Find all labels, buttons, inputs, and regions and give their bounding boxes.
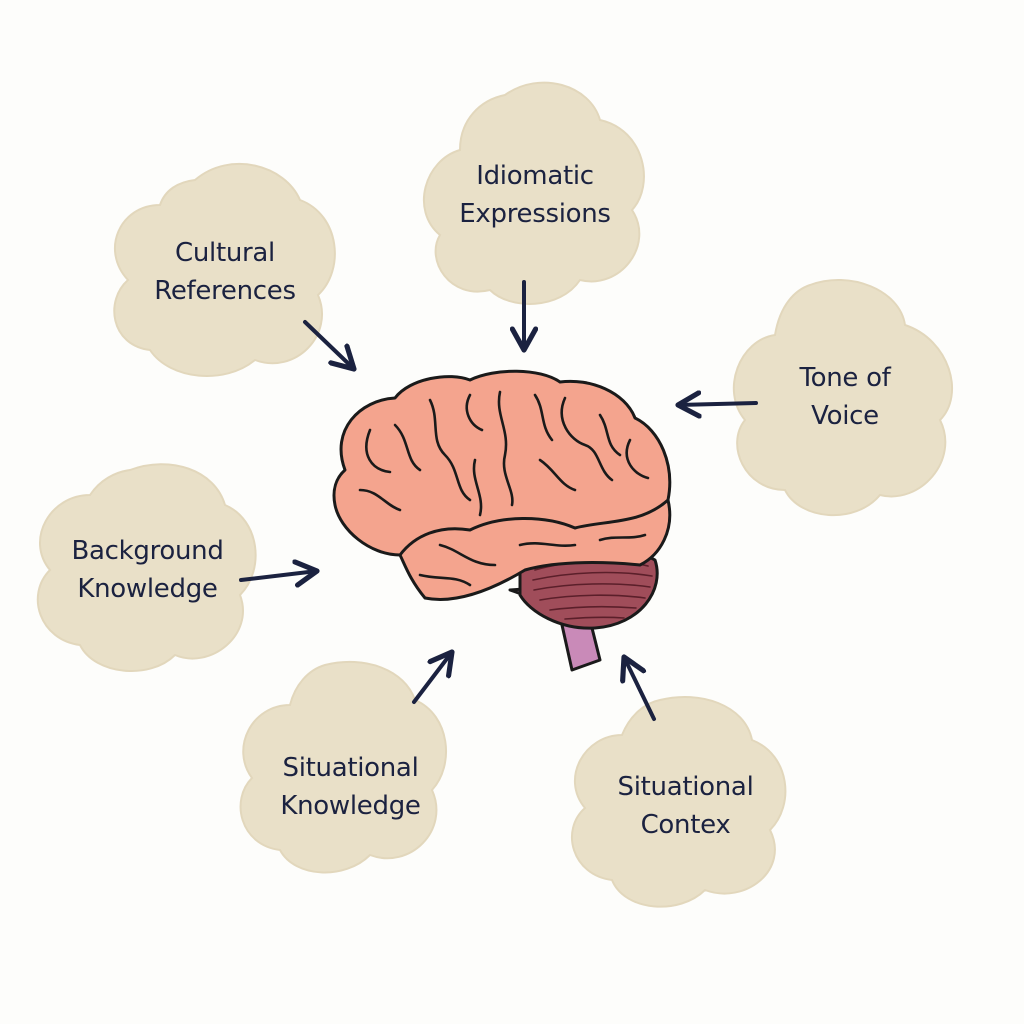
node-tone-of-voice-line-1: Tone of <box>799 363 891 393</box>
node-cultural-references: Cultural References <box>135 222 315 322</box>
arrows <box>239 280 758 721</box>
node-situational-context-line-1: Situational <box>617 772 754 802</box>
brain-folds <box>358 390 650 587</box>
cloud-situational-context <box>570 696 787 908</box>
cloud-cultural-references <box>113 163 336 377</box>
node-situational-context-line-2: Contex <box>640 810 731 840</box>
node-background-knowledge-line-1: Background <box>71 536 224 566</box>
node-cultural-references-line-2: References <box>154 276 296 306</box>
arrow-from-tone-of-voice <box>678 403 758 405</box>
cloud-idiomatic-expressions <box>423 81 645 305</box>
node-situational-knowledge: Situational Knowledge <box>258 737 443 837</box>
node-situational-context: Situational Contex <box>593 756 778 856</box>
arrow-from-situational-context <box>624 657 656 721</box>
cloud-background-knowledge <box>36 463 257 672</box>
node-idiomatic-expressions: Idiomatic Expressions <box>440 145 630 245</box>
cloud-situational-knowledge <box>239 660 448 874</box>
arrow-from-background-knowledge <box>239 571 317 580</box>
node-background-knowledge-line-2: Knowledge <box>77 574 218 604</box>
cloud-shapes <box>36 81 954 908</box>
node-cultural-references-line-1: Cultural <box>175 238 275 268</box>
temporal-lobe-fold <box>398 498 670 557</box>
node-idiomatic-expressions-line-2: Expressions <box>459 199 611 229</box>
node-background-knowledge: Background Knowledge <box>55 520 240 620</box>
cloud-tone-of-voice <box>732 279 954 516</box>
node-situational-knowledge-line-1: Situational <box>282 753 419 783</box>
brain-icon <box>332 369 672 672</box>
node-idiomatic-expressions-line-1: Idiomatic <box>476 161 594 191</box>
node-situational-knowledge-line-2: Knowledge <box>280 791 421 821</box>
arrow-from-cultural-references <box>303 320 354 369</box>
node-tone-of-voice-line-2: Voice <box>811 401 879 431</box>
arrow-from-situational-knowledge <box>412 652 452 704</box>
node-tone-of-voice: Tone of Voice <box>760 347 930 447</box>
